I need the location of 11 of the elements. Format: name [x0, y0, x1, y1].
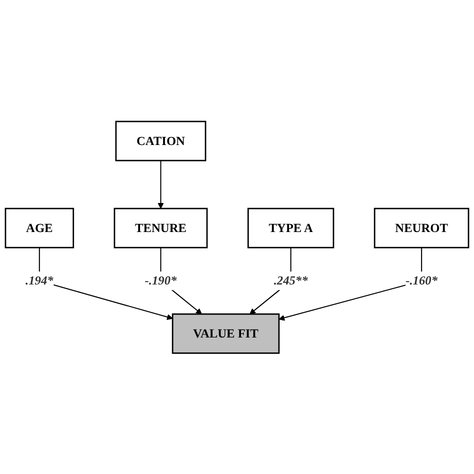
arrow — [158, 160, 164, 208]
edge-label: -.160* — [406, 273, 438, 288]
node-box: CATION — [115, 120, 206, 161]
node-box: NEUROT — [374, 208, 470, 248]
edge-label: .194* — [26, 273, 54, 288]
node-box: VALUE FIT — [172, 313, 280, 354]
node-box: TYPE A — [247, 208, 334, 248]
edge-label: .245** — [274, 273, 308, 288]
node-box: TENURE — [114, 208, 208, 248]
edge-label: -.190* — [144, 273, 177, 288]
node-box: AGE — [4, 208, 74, 248]
